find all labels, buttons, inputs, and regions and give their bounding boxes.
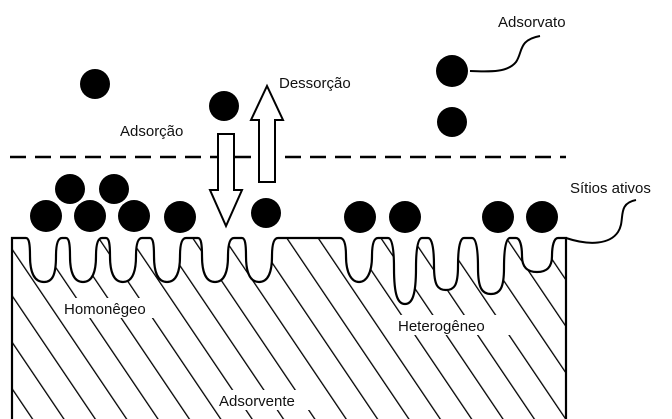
adsorbed-molecule xyxy=(482,201,514,233)
desorbing-molecule xyxy=(209,91,239,121)
adsorbed-molecule xyxy=(251,198,281,228)
adsorbent-solid xyxy=(0,230,672,419)
active-sites-leader-line xyxy=(566,200,636,243)
free-molecule xyxy=(80,69,110,99)
adsorbed-molecule xyxy=(526,201,558,233)
desorption-label: Dessorção xyxy=(279,75,351,92)
adsorbent-label: Adsorvente xyxy=(219,393,295,410)
adsorbed-molecule xyxy=(55,174,85,204)
adsorbate-label: Adsorvato xyxy=(498,14,566,31)
homogeneous-label: Homonêgeo xyxy=(64,301,146,318)
adsorbed-molecule xyxy=(30,200,62,232)
active-sites-label: Sítios ativos xyxy=(570,180,651,197)
adsorbed-molecule xyxy=(389,201,421,233)
adsorption-label: Adsorção xyxy=(120,123,183,140)
adsorbate-molecule xyxy=(436,55,468,87)
adsorbed-molecule xyxy=(344,201,376,233)
desorption-arrow xyxy=(251,86,283,182)
adsorbate-leader-line xyxy=(470,36,540,71)
adsorbed-molecule xyxy=(118,200,150,232)
adsorbed-molecule xyxy=(99,174,129,204)
adsorbed-molecule xyxy=(164,201,196,233)
adsorption-arrow xyxy=(210,134,242,226)
heterogeneous-label: Heterogêneo xyxy=(398,318,485,335)
free-molecule xyxy=(437,107,467,137)
adsorbed-molecule xyxy=(74,200,106,232)
